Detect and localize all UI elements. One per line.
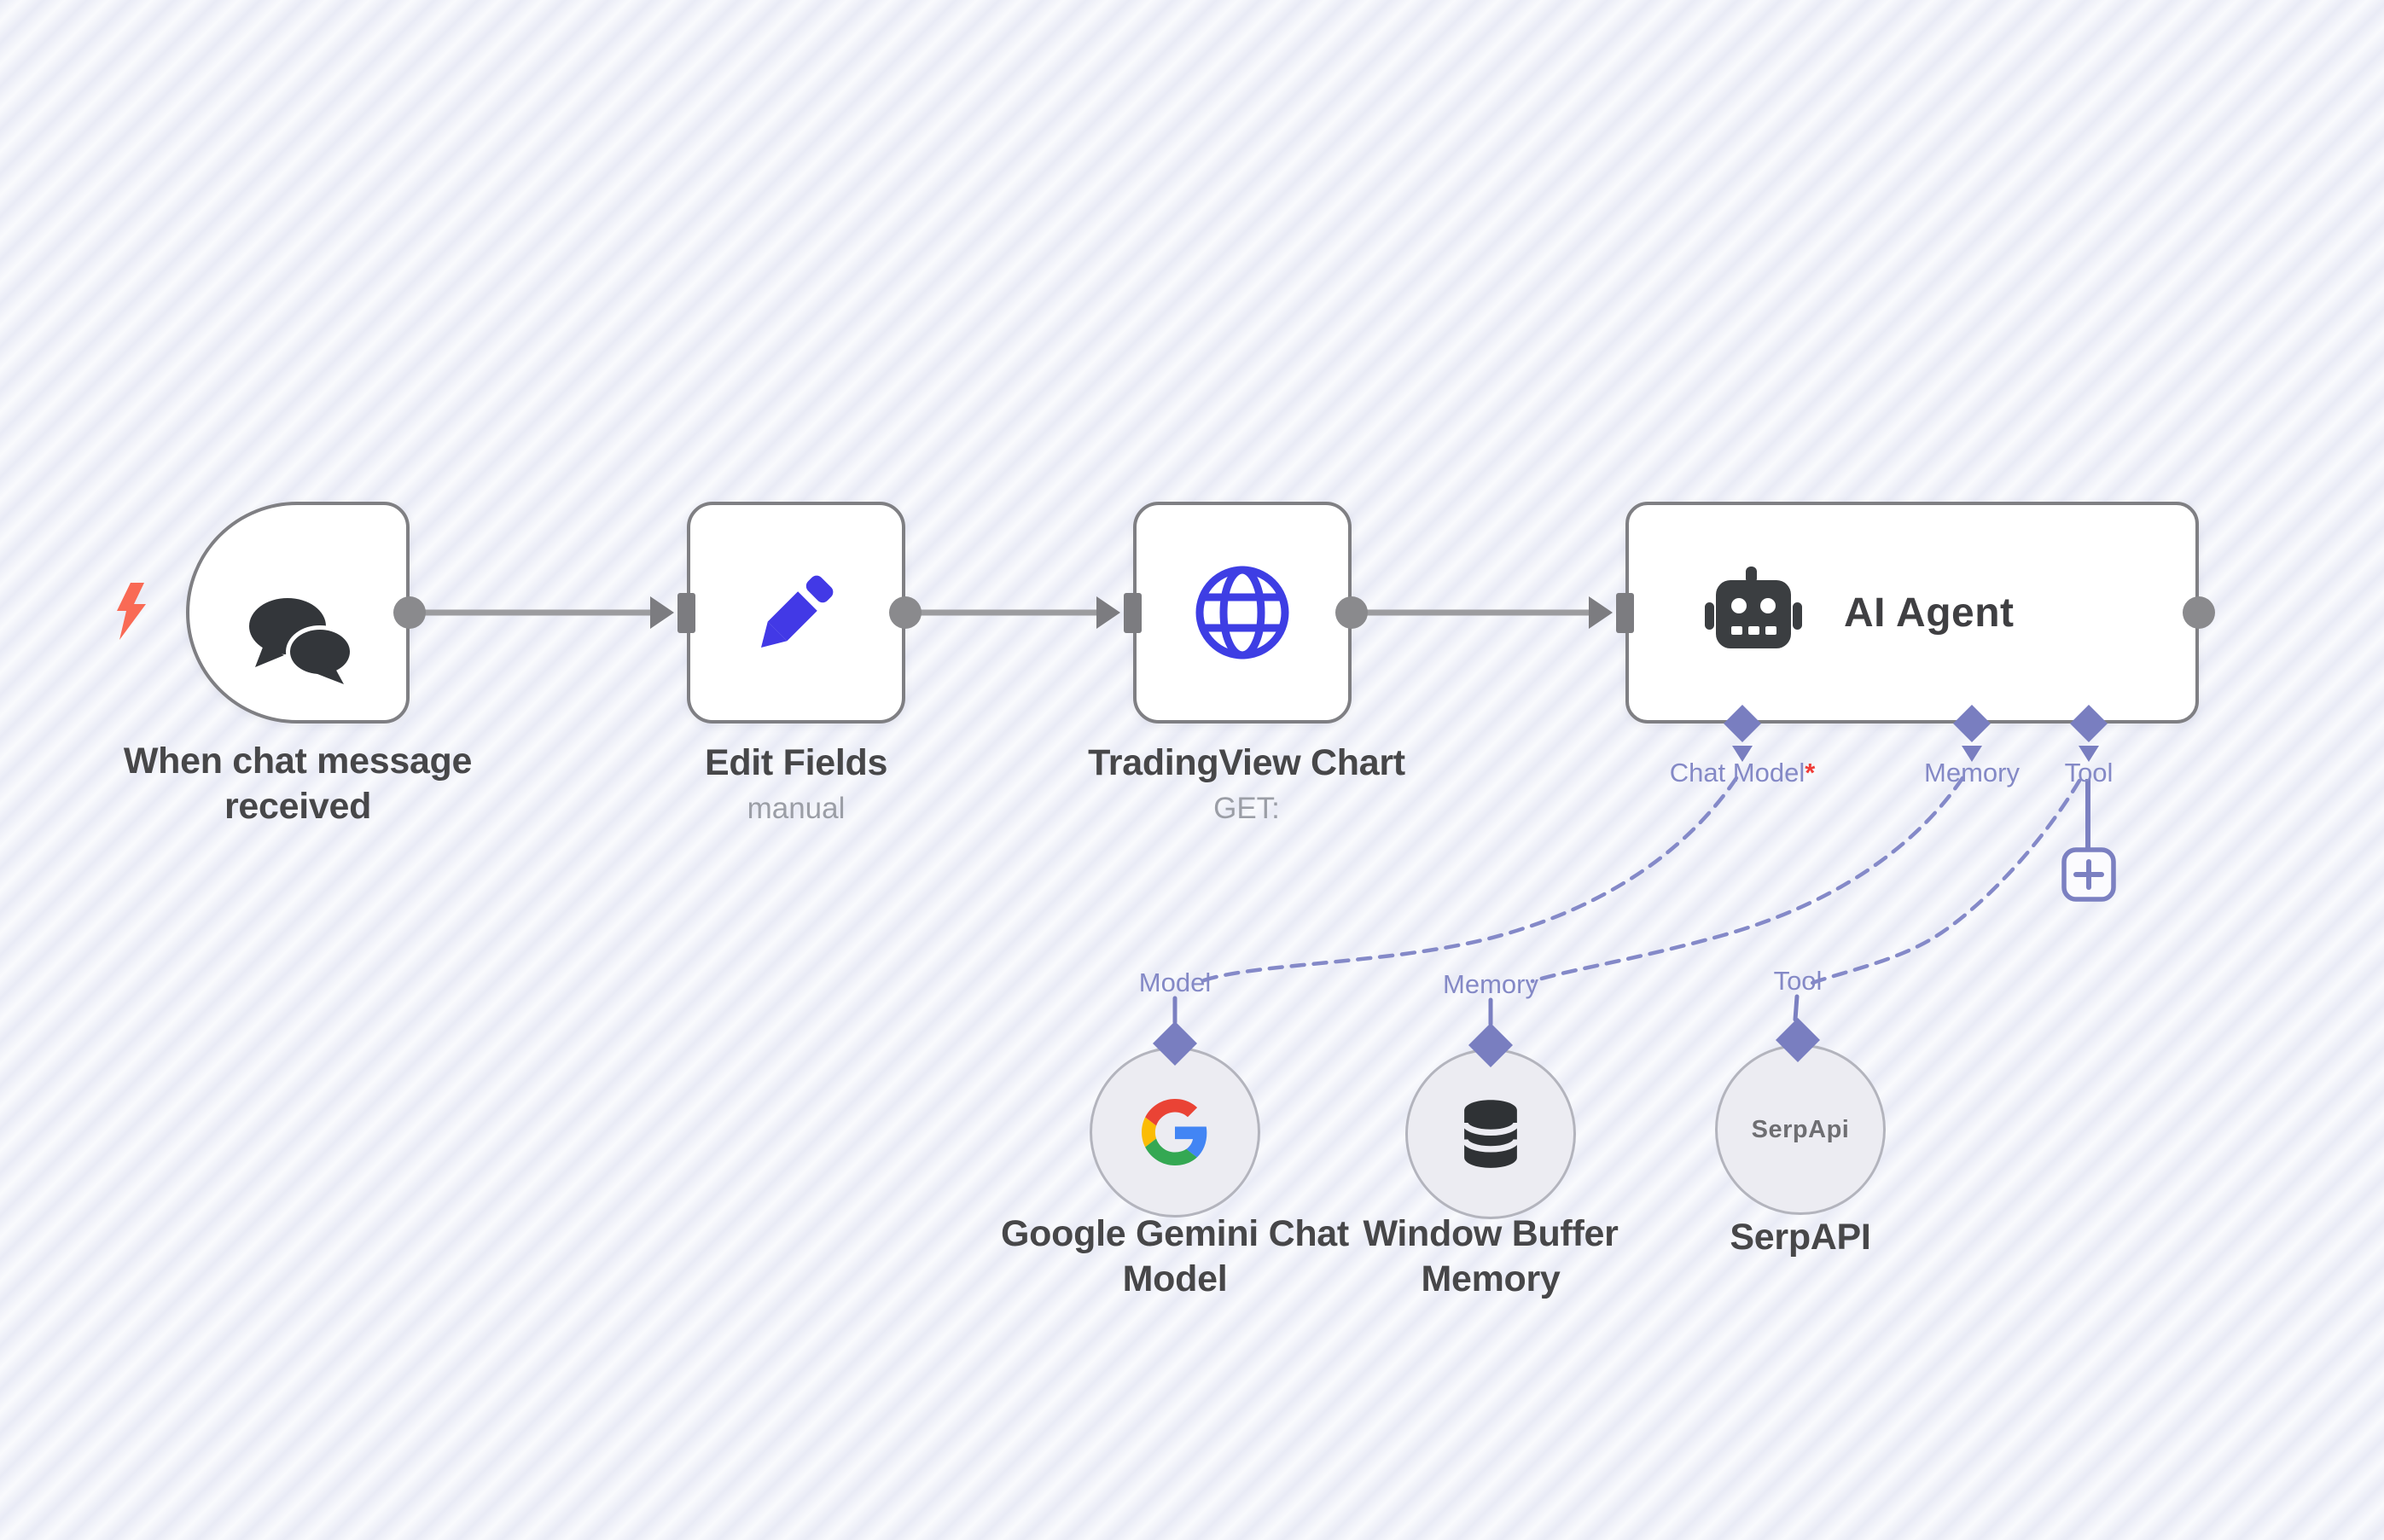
port-label-chat-model: Chat Model* <box>1669 758 1816 787</box>
node-ai-agent[interactable]: AI Agent <box>1625 502 2199 724</box>
node-window-buffer-memory[interactable] <box>1405 1049 1576 1219</box>
serpapi-port-stub <box>1793 994 1800 1022</box>
arrowhead-icon <box>650 596 674 629</box>
node-title: Google Gemini Chat Model <box>1001 1213 1349 1299</box>
robot-icon <box>1704 566 1803 660</box>
chat-bubbles-icon <box>241 561 354 684</box>
plus-icon <box>2073 859 2104 890</box>
connection-editfields-to-tradingview[interactable] <box>905 596 1120 629</box>
node-title: Edit Fields <box>704 742 888 783</box>
globe-icon <box>1187 557 1298 668</box>
port-label-model-target: Model <box>1138 968 1212 997</box>
pencil-icon <box>741 557 852 668</box>
node-title: AI Agent <box>1844 590 2015 636</box>
port-label-tool-target: Tool <box>1773 966 1823 996</box>
port-label-tool: Tool <box>2064 758 2114 787</box>
google-g-icon <box>1142 1099 1208 1165</box>
add-tool-button[interactable] <box>2061 847 2116 902</box>
node-title: Window Buffer Memory <box>1363 1213 1619 1299</box>
connection-tradingview-to-agent[interactable] <box>1352 596 1613 629</box>
connection-memory-to-windowbuffer[interactable] <box>1530 776 1965 984</box>
required-asterisk: * <box>1805 758 1816 787</box>
database-icon <box>1457 1097 1524 1171</box>
arrowhead-icon <box>1589 596 1613 629</box>
lightning-bolt-icon <box>112 582 154 643</box>
connection-trigger-to-editfields[interactable] <box>410 596 674 629</box>
node-subtitle: GET: <box>1213 792 1280 825</box>
node-edit-fields[interactable] <box>687 502 905 724</box>
node-title: When chat message received <box>123 741 473 827</box>
node-tradingview-chart[interactable] <box>1133 502 1352 724</box>
node-chat-trigger[interactable] <box>186 502 410 724</box>
port-label-memory-target: Memory <box>1443 969 1538 999</box>
node-serpapi[interactable]: SerpApi <box>1715 1044 1886 1215</box>
connection-tool-to-serpapi[interactable] <box>1810 778 2082 985</box>
arrowhead-icon <box>1096 596 1120 629</box>
node-title: TradingView Chart <box>1088 742 1405 783</box>
node-subtitle: manual <box>747 792 846 825</box>
serpapi-logo: SerpApi <box>1751 1115 1850 1143</box>
node-title: SerpAPI <box>1730 1217 1871 1258</box>
node-google-gemini-chat-model[interactable] <box>1090 1047 1260 1217</box>
